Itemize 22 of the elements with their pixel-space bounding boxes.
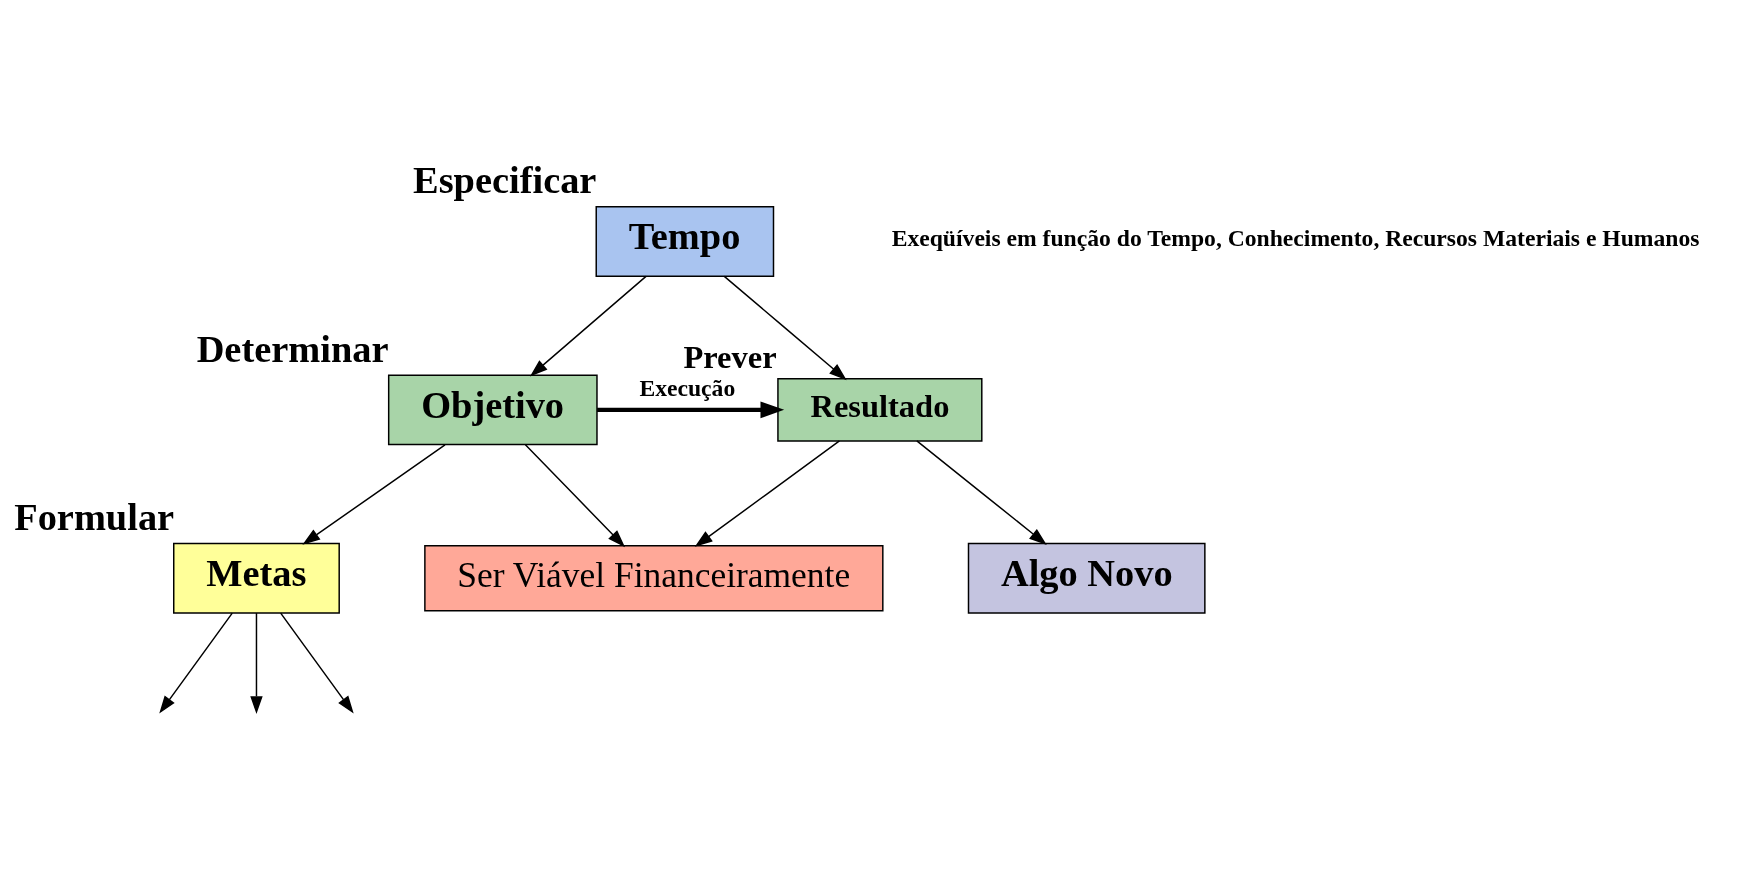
label: Exeqüíveis em função do Tempo, Conhecimento, Recursos Materiais e Humanos [891, 224, 1700, 251]
arrow [279, 611, 354, 714]
arrow [723, 275, 847, 380]
arrow [916, 439, 1047, 545]
arrow [524, 443, 626, 547]
node-box: Algo Novo [967, 542, 1206, 614]
node-label: Prever [683, 338, 777, 375]
node-label: Especificar [413, 158, 597, 201]
edge-label: Execução [639, 374, 736, 401]
node-box: Objetivo [387, 373, 598, 445]
arrow [597, 401, 785, 418]
node-box: Resultado [777, 377, 983, 442]
node-box: Tempo [595, 205, 775, 277]
arrow [529, 275, 647, 376]
node-label: Determinar [196, 327, 389, 370]
node-label: Formular [14, 495, 175, 538]
arrow [302, 443, 446, 545]
arrow [250, 611, 263, 714]
node-box: Ser Viável Financeiramente [424, 544, 884, 611]
node-box: Metas [173, 542, 340, 614]
arrow [159, 611, 233, 714]
arrow [694, 439, 841, 547]
